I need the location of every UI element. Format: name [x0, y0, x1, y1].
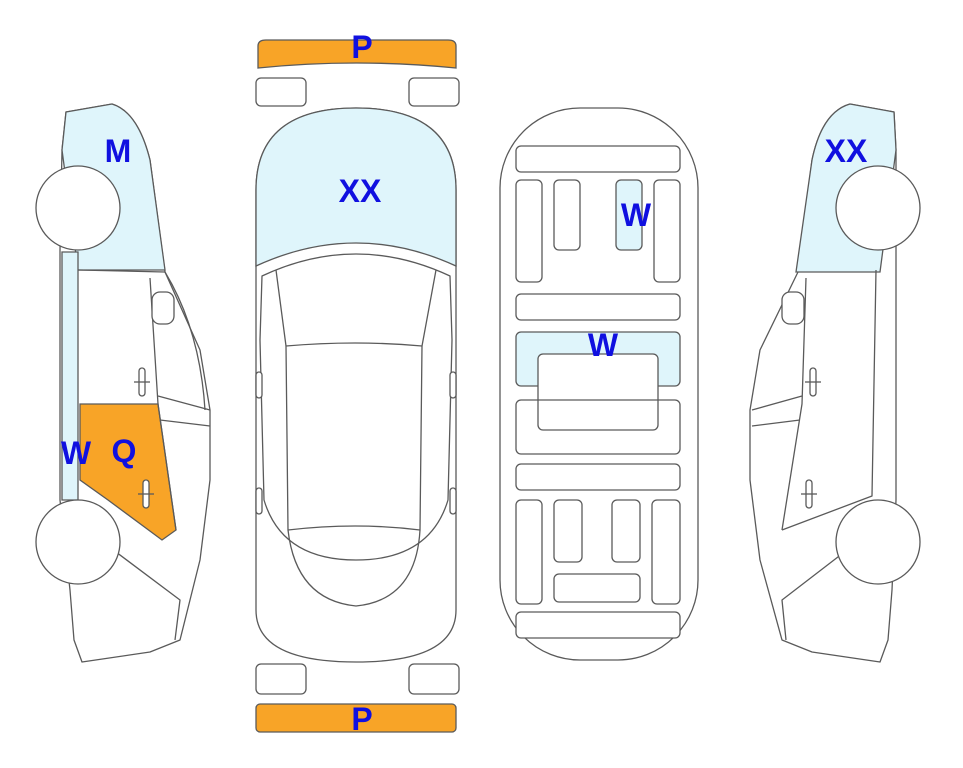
right-door-line	[781, 277, 807, 531]
interior-rear-left-side	[515, 499, 543, 605]
top-left-handle	[255, 487, 263, 515]
rear-right-light	[408, 663, 460, 695]
label-left-rear-door: Q	[112, 433, 137, 469]
interior-view: W W	[499, 107, 699, 661]
interior-trunk	[515, 611, 681, 639]
left-front-wheel	[35, 499, 121, 585]
front-left-light	[255, 77, 307, 107]
interior-rear-area	[515, 399, 681, 455]
top-left-mirror	[255, 371, 263, 399]
right-rear-wheel	[835, 165, 921, 251]
right-lower-sill	[781, 539, 861, 641]
interior-right-front-seat-side	[653, 179, 681, 283]
label-interior-console: W	[588, 327, 619, 363]
interior-seat-damage	[615, 179, 643, 251]
interior-left-front-seat-side	[515, 179, 543, 283]
top-rear-window	[287, 529, 421, 607]
right-front-wheel	[835, 499, 921, 585]
top-right-mirror	[449, 371, 457, 399]
left-rear-wheel	[35, 165, 121, 251]
interior-rear-right-seat	[611, 499, 641, 563]
rear-left-light	[255, 663, 307, 695]
top-front-pillars	[275, 269, 437, 347]
left-window-line	[157, 395, 211, 427]
label-interior-seat: W	[621, 197, 652, 233]
label-left-rear-glass: M	[105, 133, 132, 169]
left-roof-line	[77, 269, 206, 411]
interior-center-console	[537, 353, 659, 431]
right-window-line	[751, 395, 803, 427]
interior-rear-left-seat	[553, 499, 583, 563]
label-right-rear-glass: XX	[825, 133, 868, 169]
right-lower-line	[781, 269, 877, 531]
left-mirror	[151, 291, 175, 325]
front-right-light	[408, 77, 460, 107]
interior-rear-middle	[553, 573, 641, 603]
label-left-rear-pillar: W	[61, 435, 92, 471]
label-front-bumper: P	[351, 29, 372, 65]
left-lower-sill	[99, 539, 181, 641]
rear-bumper-damage	[255, 703, 457, 733]
interior-rear-bench	[515, 463, 681, 491]
interior-left-front-seat	[553, 179, 581, 251]
top-view: P XX P	[255, 29, 460, 737]
windshield-glass	[255, 107, 457, 268]
interior-dashboard	[515, 145, 681, 173]
interior-rear-right-side	[651, 499, 681, 605]
left-side-view: M W Q	[35, 103, 211, 663]
front-bumper-damage	[257, 39, 457, 69]
right-side-view: XX	[749, 103, 921, 663]
interior-front-bench	[515, 293, 681, 321]
right-mirror	[781, 291, 805, 325]
label-rear-bumper: P	[351, 701, 372, 737]
label-windshield: XX	[339, 173, 382, 209]
top-right-handle	[449, 487, 457, 515]
